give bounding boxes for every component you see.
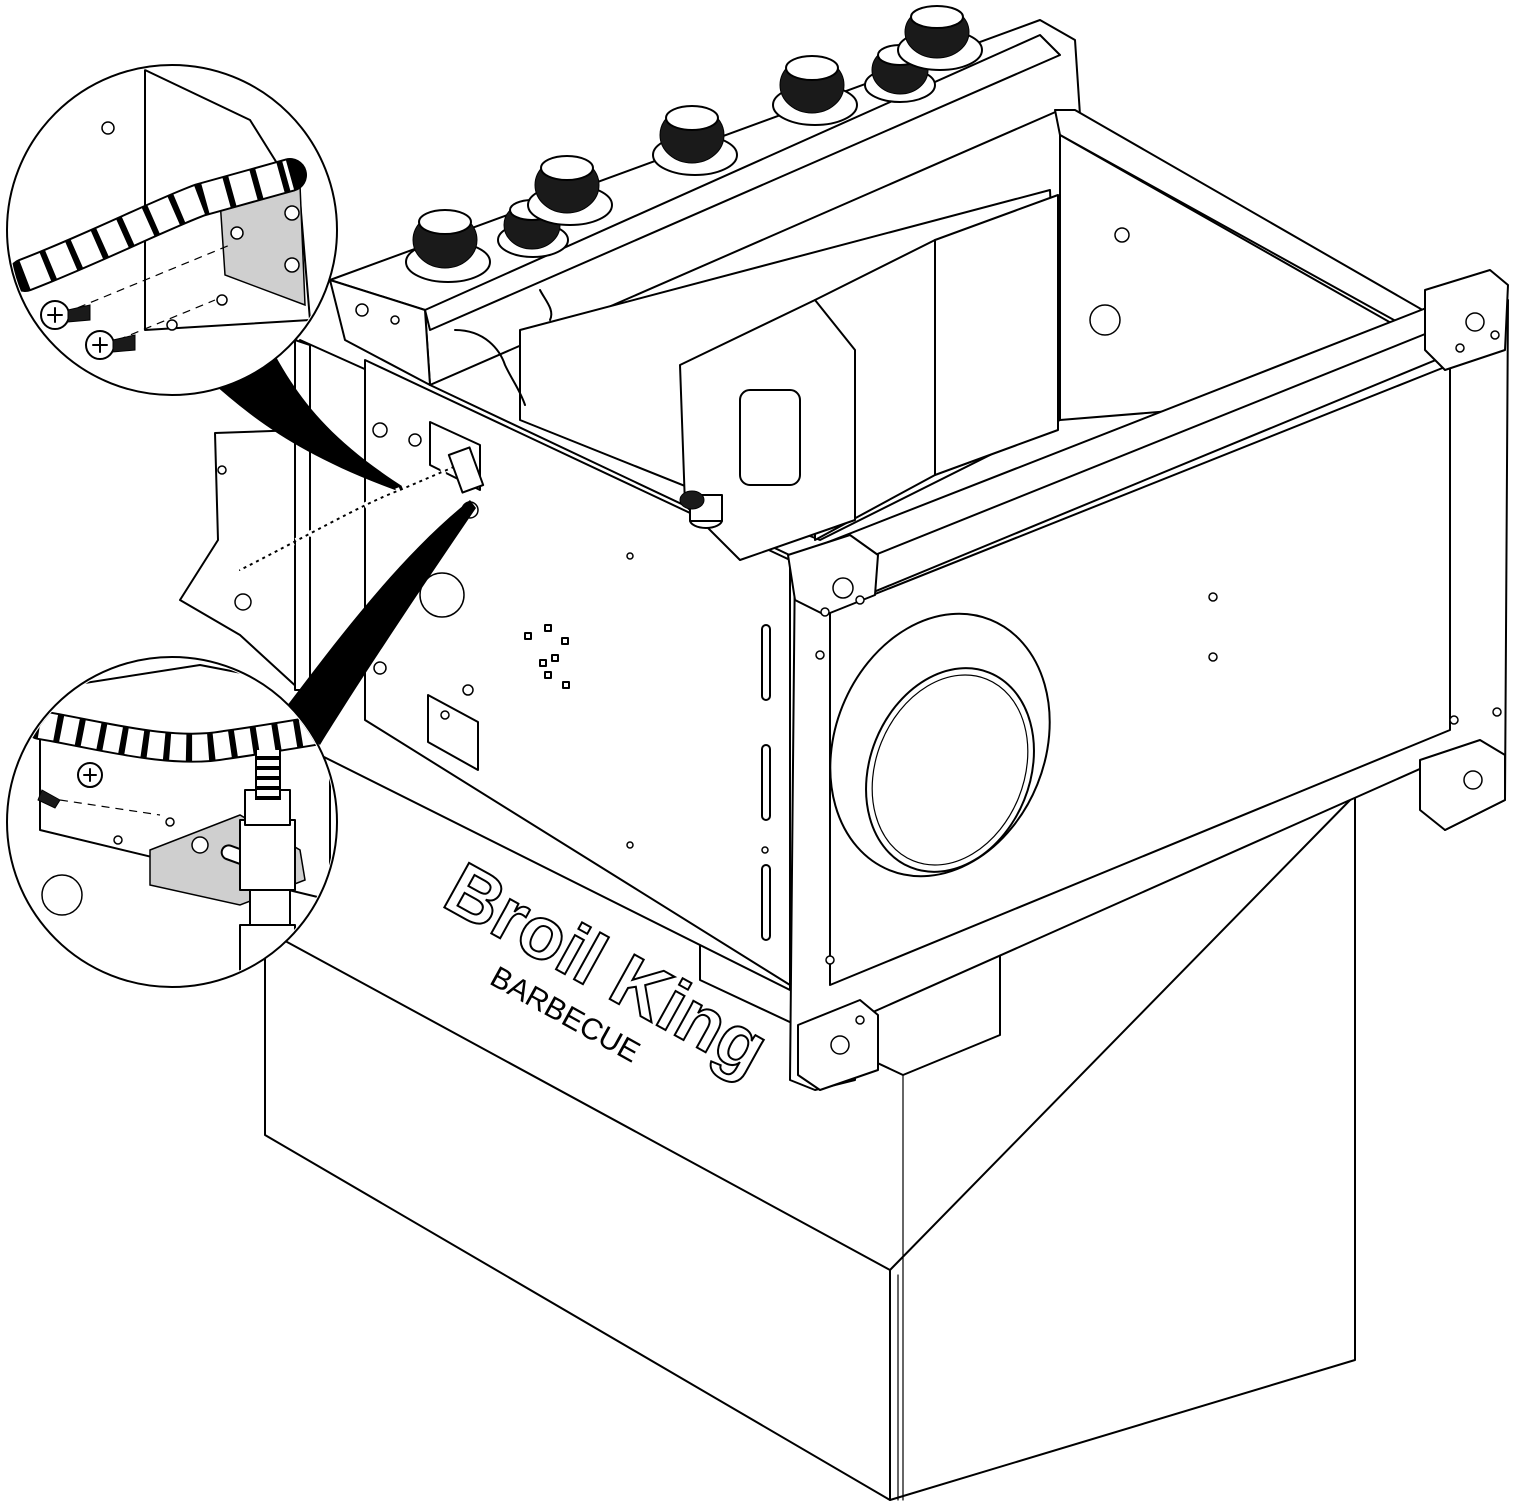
control-panel: [329, 19, 1081, 386]
knob-5: [772, 55, 858, 126]
detail-callout-bottom: [6, 656, 338, 988]
screw-icon: [85, 330, 136, 360]
side-hose: [238, 446, 485, 573]
screw-icon: [37, 789, 61, 809]
callout-pointer-top: [215, 355, 405, 490]
screw-icon: [40, 300, 91, 330]
front-frame: [787, 269, 1509, 1091]
knob-4: [652, 105, 738, 176]
callout-pointers: [215, 355, 476, 745]
knob-1: [405, 209, 491, 283]
round-window: [829, 612, 1051, 878]
knob-3: [527, 155, 613, 226]
firebox-interior: [429, 109, 1441, 561]
burner-knobs: [405, 5, 983, 283]
callout-pointer-bottom: [280, 500, 476, 745]
detail-callout-top: [6, 64, 338, 396]
knob-7: [897, 5, 983, 71]
screw-icon: [77, 762, 103, 788]
